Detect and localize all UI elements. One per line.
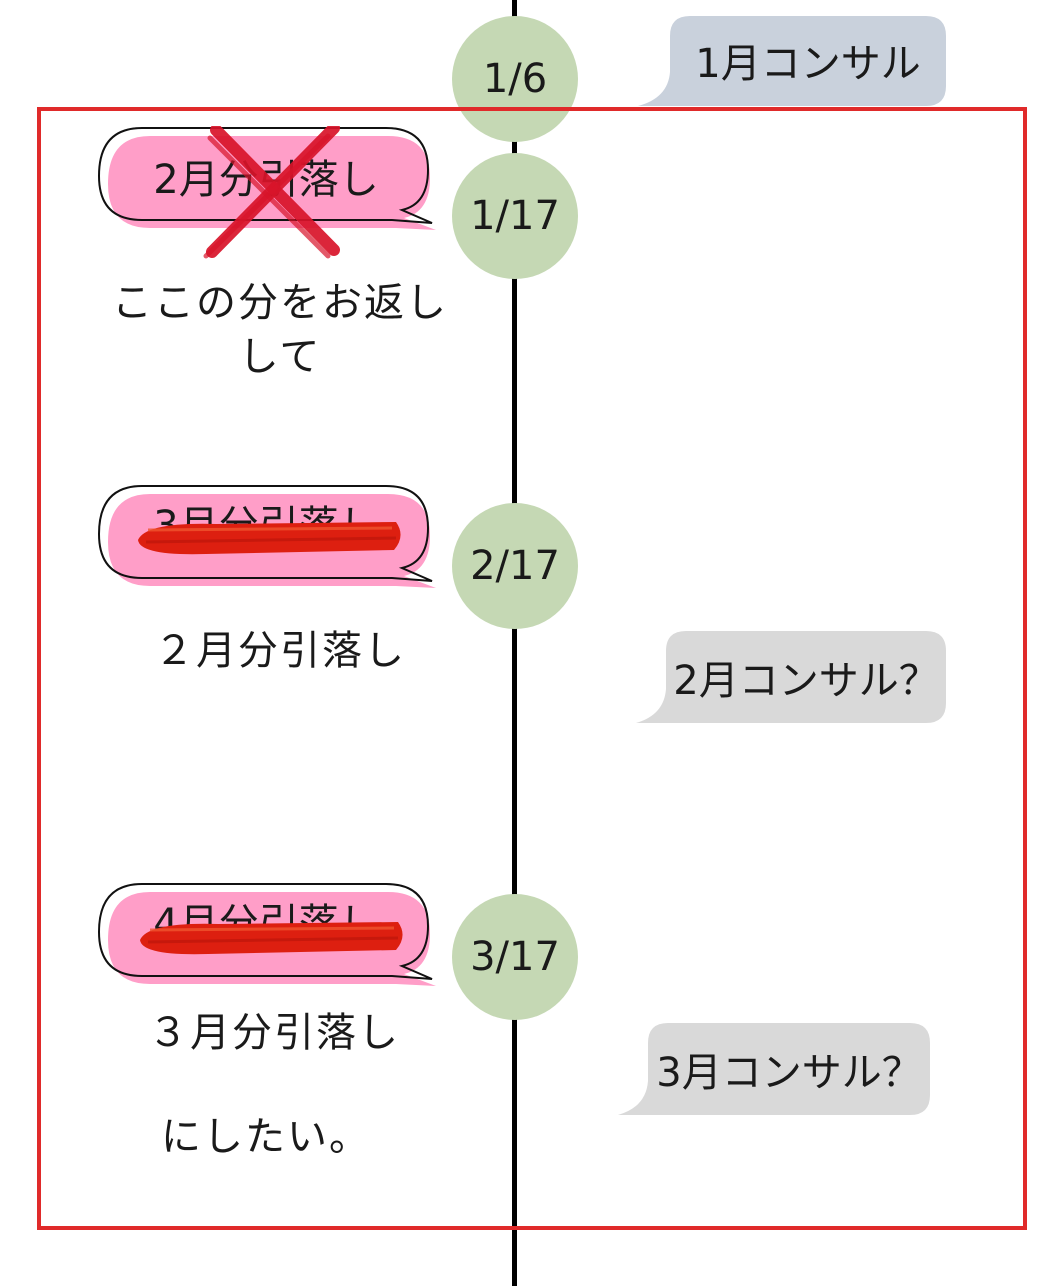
caption-wish: にしたい。 [76, 1110, 456, 1164]
caption-line: ２月分引落し [154, 628, 406, 674]
date-circle: 1/17 [452, 153, 578, 279]
debit-bubble-mar: 3月分引落し [96, 484, 442, 594]
caption-line: ここの分をお返し [112, 280, 448, 326]
caption-refund: ここの分をお返し して [90, 276, 470, 384]
bubble-shape [638, 16, 946, 106]
date-circle: 3/17 [452, 894, 578, 1020]
caption-feb-debit: ２月分引落し [90, 624, 470, 678]
strike-mark-icon [138, 522, 401, 555]
consult-label: 2月コンサル？ [673, 658, 939, 704]
bubble-shape [636, 631, 946, 723]
consult-label: 3月コンサル？ [656, 1050, 922, 1096]
consult-bubble-feb: 2月コンサル？ [634, 629, 950, 725]
date-circle: 1/6 [452, 16, 578, 142]
consult-bubble-jan: 1月コンサル [632, 14, 948, 108]
strike-mark-icon [140, 922, 403, 955]
timeline-line [512, 0, 517, 1286]
caption-line: にしたい。 [161, 1114, 371, 1160]
debit-bubble-feb: 2月分引落し [96, 126, 442, 259]
debit-bubble-apr: 4月分引落し [96, 882, 442, 992]
date-circle: 2/17 [452, 503, 578, 629]
caption-line: ３月分引落し [148, 1010, 400, 1056]
cross-mark-icon [203, 126, 340, 259]
caption-line: して [238, 334, 322, 380]
consult-bubble-mar: 3月コンサル？ [616, 1021, 932, 1117]
consult-label: 1月コンサル [695, 41, 921, 87]
caption-mar-debit: ３月分引落し [84, 1006, 464, 1060]
bubble-shape [618, 1023, 930, 1115]
